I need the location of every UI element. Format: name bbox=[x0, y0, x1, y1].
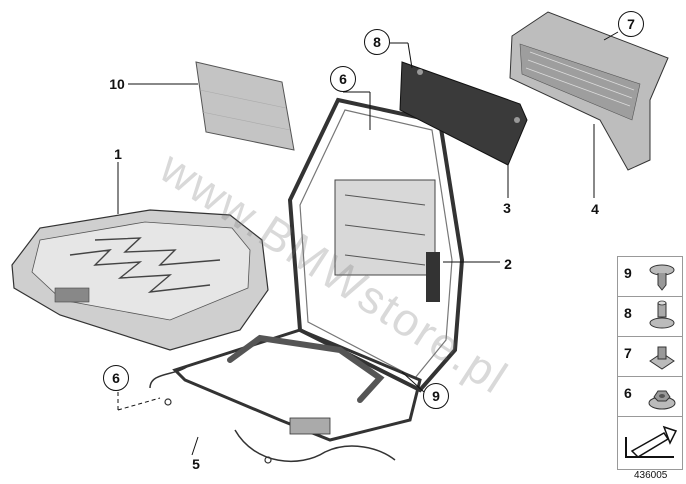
callout-4[interactable]: 4 bbox=[591, 201, 599, 217]
part-5-cable bbox=[149, 365, 396, 464]
legend-item-9[interactable]: 9 bbox=[618, 257, 682, 297]
fastener-legend: 9 8 7 6 bbox=[617, 256, 683, 470]
part-10-backrest-mat bbox=[195, 61, 295, 151]
callout-9[interactable]: 9 bbox=[423, 383, 449, 409]
hex-flange-nut-icon bbox=[648, 390, 676, 410]
callout-2[interactable]: 2 bbox=[504, 256, 512, 272]
legend-item-8[interactable]: 8 bbox=[618, 297, 682, 337]
part-3-back-panel bbox=[399, 61, 528, 166]
diagram-number: 436005 bbox=[634, 470, 668, 481]
legend-number: 7 bbox=[624, 345, 632, 361]
spring-nut-icon bbox=[649, 346, 675, 370]
direction-arrow-icon bbox=[625, 425, 678, 458]
legend-item-6[interactable]: 6 bbox=[618, 377, 682, 417]
legend-direction-arrow[interactable] bbox=[618, 417, 682, 469]
leader-lines bbox=[117, 31, 619, 456]
legend-number: 9 bbox=[624, 265, 632, 281]
part-1-seat-frame bbox=[11, 209, 269, 351]
callout-3[interactable]: 3 bbox=[503, 200, 511, 216]
callout-6-bottom[interactable]: 6 bbox=[103, 365, 129, 391]
legend-number: 6 bbox=[624, 385, 632, 401]
callout-8[interactable]: 8 bbox=[364, 29, 390, 55]
expanding-rivet-icon bbox=[649, 300, 675, 329]
part-4-backrest-shell bbox=[509, 11, 669, 171]
part-2-backrest-frame bbox=[172, 97, 465, 442]
callout-10[interactable]: 10 bbox=[109, 76, 125, 92]
legend-number: 8 bbox=[624, 305, 632, 321]
callout-7[interactable]: 7 bbox=[618, 11, 644, 37]
callout-1[interactable]: 1 bbox=[114, 146, 122, 162]
callout-6-top[interactable]: 6 bbox=[330, 66, 356, 92]
push-clip-icon bbox=[649, 264, 675, 291]
callout-5[interactable]: 5 bbox=[192, 456, 200, 472]
legend-item-7[interactable]: 7 bbox=[618, 337, 682, 377]
